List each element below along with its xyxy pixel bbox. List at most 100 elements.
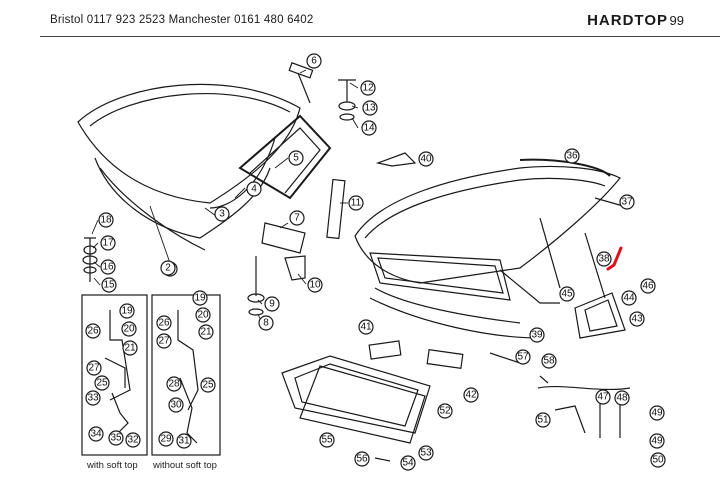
svg-text:49: 49 xyxy=(651,436,663,447)
svg-text:11: 11 xyxy=(351,198,362,209)
callout-56: 56 xyxy=(354,451,370,467)
svg-text:51: 51 xyxy=(537,415,549,426)
callout-52: 52 xyxy=(437,403,453,419)
hardtop-roof-drawing xyxy=(77,62,359,324)
svg-text:37: 37 xyxy=(621,197,633,208)
svg-text:5: 5 xyxy=(293,153,299,164)
svg-text:18: 18 xyxy=(100,215,112,226)
callout-27b: 27 xyxy=(156,333,172,349)
callout-26a: 26 xyxy=(85,323,101,339)
svg-text:58: 58 xyxy=(543,356,555,367)
callout-10: 10 xyxy=(307,277,323,293)
hardtop-glass-drawing xyxy=(281,152,631,462)
callout-26b: 26 xyxy=(156,315,172,331)
svg-text:27: 27 xyxy=(158,336,170,347)
callout-25b: 25 xyxy=(200,377,216,393)
caption-without-soft-top: without soft top xyxy=(152,460,217,471)
svg-text:33: 33 xyxy=(87,393,99,404)
svg-text:40: 40 xyxy=(420,154,432,165)
svg-text:52: 52 xyxy=(439,406,451,417)
callout-36: 36 xyxy=(564,148,580,164)
callout-13: 13 xyxy=(362,100,378,116)
callout-19a: 19 xyxy=(119,303,135,319)
callout-33: 33 xyxy=(85,390,101,406)
svg-text:42: 42 xyxy=(465,390,477,401)
callout-42: 42 xyxy=(463,387,479,403)
callout-39: 39 xyxy=(529,327,545,343)
svg-text:7: 7 xyxy=(294,213,300,224)
callout-49a: 49 xyxy=(649,405,665,421)
svg-text:57: 57 xyxy=(517,352,529,363)
callout-50: 50 xyxy=(650,452,666,468)
callout-28: 28 xyxy=(166,376,182,392)
svg-text:6: 6 xyxy=(311,56,317,67)
callout-9: 9 xyxy=(264,296,280,312)
svg-text:39: 39 xyxy=(531,330,543,341)
callout-7: 7 xyxy=(289,210,305,226)
svg-text:29: 29 xyxy=(160,434,172,445)
svg-text:14: 14 xyxy=(363,123,375,134)
callout-41: 41 xyxy=(358,319,374,335)
svg-text:26: 26 xyxy=(87,326,99,337)
callout-55: 55 xyxy=(319,432,335,448)
svg-text:55: 55 xyxy=(321,435,333,446)
page-number: 99 xyxy=(669,13,684,28)
svg-text:13: 13 xyxy=(364,103,376,114)
callout-40: 40 xyxy=(418,151,434,167)
svg-text:25: 25 xyxy=(96,378,108,389)
callout-2b: 2 xyxy=(160,260,176,276)
callout-43: 43 xyxy=(629,311,645,327)
callout-54: 54 xyxy=(400,455,416,471)
callout-48: 48 xyxy=(614,390,630,406)
callout-16: 16 xyxy=(100,259,116,275)
soft-top-fittings-drawing: with soft top without soft top xyxy=(81,294,221,471)
svg-text:31: 31 xyxy=(178,436,190,447)
svg-text:34: 34 xyxy=(90,429,102,440)
svg-text:16: 16 xyxy=(102,262,114,273)
hardtop-parts-diagram: with soft top without soft top 1 3 4 xyxy=(77,53,666,471)
callout-19b: 19 xyxy=(192,290,208,306)
callout-14: 14 xyxy=(361,120,377,136)
callout-labels: 1 3 4 5 6 7 8 9 10 11 12 13 14 15 16 17 … xyxy=(85,53,666,471)
svg-text:50: 50 xyxy=(652,455,664,466)
svg-text:45: 45 xyxy=(561,289,573,300)
callout-45: 45 xyxy=(559,286,575,302)
svg-text:54: 54 xyxy=(402,458,414,469)
callout-44: 44 xyxy=(621,290,637,306)
svg-text:20: 20 xyxy=(197,310,209,321)
svg-text:15: 15 xyxy=(103,280,115,291)
svg-text:28: 28 xyxy=(168,379,180,390)
callout-11: 11 xyxy=(348,195,364,211)
svg-text:49: 49 xyxy=(651,408,663,419)
section-title: HARDTOP xyxy=(587,12,668,29)
svg-text:41: 41 xyxy=(360,322,372,333)
svg-text:32: 32 xyxy=(127,435,139,446)
svg-text:35: 35 xyxy=(110,433,122,444)
callout-51: 51 xyxy=(535,412,551,428)
callout-47: 47 xyxy=(595,389,611,405)
svg-text:48: 48 xyxy=(616,393,628,404)
page-header: Bristol 0117 923 2523 Manchester 0161 48… xyxy=(0,0,720,38)
svg-text:36: 36 xyxy=(566,151,578,162)
svg-text:9: 9 xyxy=(269,299,275,310)
svg-text:43: 43 xyxy=(631,314,643,325)
callout-3: 3 xyxy=(214,206,230,222)
callout-25a: 25 xyxy=(94,375,110,391)
callout-6: 6 xyxy=(306,53,322,69)
callout-31: 31 xyxy=(176,433,192,449)
svg-text:26: 26 xyxy=(158,318,170,329)
svg-text:3: 3 xyxy=(219,209,225,220)
highlight-mark xyxy=(606,246,623,271)
caption-with-soft-top: with soft top xyxy=(86,460,138,471)
callout-38: 38 xyxy=(596,251,612,267)
svg-text:27: 27 xyxy=(88,363,100,374)
svg-text:46: 46 xyxy=(642,281,654,292)
callout-27a: 27 xyxy=(86,360,102,376)
svg-text:44: 44 xyxy=(623,293,635,304)
callout-46: 46 xyxy=(640,278,656,294)
callout-20a: 20 xyxy=(121,321,137,337)
svg-text:20: 20 xyxy=(123,324,135,335)
svg-text:56: 56 xyxy=(356,454,368,465)
callout-15: 15 xyxy=(101,277,117,293)
callout-5: 5 xyxy=(288,150,304,166)
